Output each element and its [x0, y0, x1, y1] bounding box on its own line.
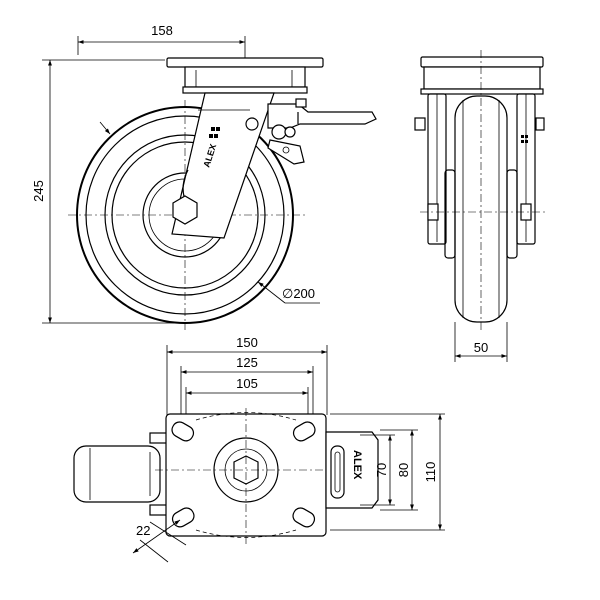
dimension-hole-spacing-inner-label: 105 [236, 376, 258, 391]
fork-logo-icon-front [521, 135, 528, 143]
fork-logo-icon [209, 127, 220, 138]
top-plate-side [166, 57, 324, 94]
dimension-hole-spacing-inner: 105 [185, 376, 309, 430]
top-view: 150 125 105 [73, 335, 445, 563]
kingpin-bolt-front [414, 117, 426, 131]
dimension-plate-width-label: 150 [236, 335, 258, 350]
dimension-wheel-diameter-label: ∅200 [282, 286, 315, 301]
dimension-hole-spacing-80-label: 80 [396, 463, 411, 477]
fork-side: ALEX [171, 92, 275, 239]
brake-assembly-side [245, 98, 377, 165]
mounting-slot-bottom-right [292, 507, 316, 528]
dimension-wheel-diameter: ∅200 [99, 121, 320, 304]
dimension-plate-depth-label: 110 [423, 462, 438, 483]
dimension-bolt-slot: 22 [132, 519, 187, 563]
mounting-slot-top-left [171, 421, 195, 442]
wheel-top [73, 445, 161, 503]
dimension-top-width: 158 [77, 23, 246, 62]
dimension-hole-spacing-80: 80 [380, 429, 418, 511]
dimension-overall-height: 245 [31, 59, 190, 324]
dimension-plate-depth: 110 [330, 413, 445, 531]
kingpin-nut [245, 117, 259, 131]
mounting-slot-top-right [292, 421, 316, 442]
dimension-overall-height-label: 245 [31, 180, 46, 202]
dimension-plate-width: 150 [166, 335, 328, 415]
side-view: 158 245 [31, 23, 377, 330]
dimension-hole-spacing-outer-label: 125 [236, 355, 258, 370]
dimension-top-width-label: 158 [151, 23, 173, 38]
front-view: 50 [414, 50, 545, 362]
axle-nut [172, 195, 198, 225]
dimension-wheel-width-label: 50 [474, 340, 488, 355]
pedal-brand: ALEX [351, 450, 363, 480]
top-plate-front [420, 56, 544, 68]
dimension-hole-spacing-outer: 125 [180, 355, 314, 430]
dimension-bolt-slot-label: 22 [136, 523, 150, 538]
dimension-hole-spacing-70-label: 70 [374, 463, 389, 477]
dimension-hole-spacing-70: 70 [360, 434, 395, 506]
dimension-wheel-width: 50 [454, 322, 508, 362]
pedal-grip-icon [330, 445, 345, 499]
